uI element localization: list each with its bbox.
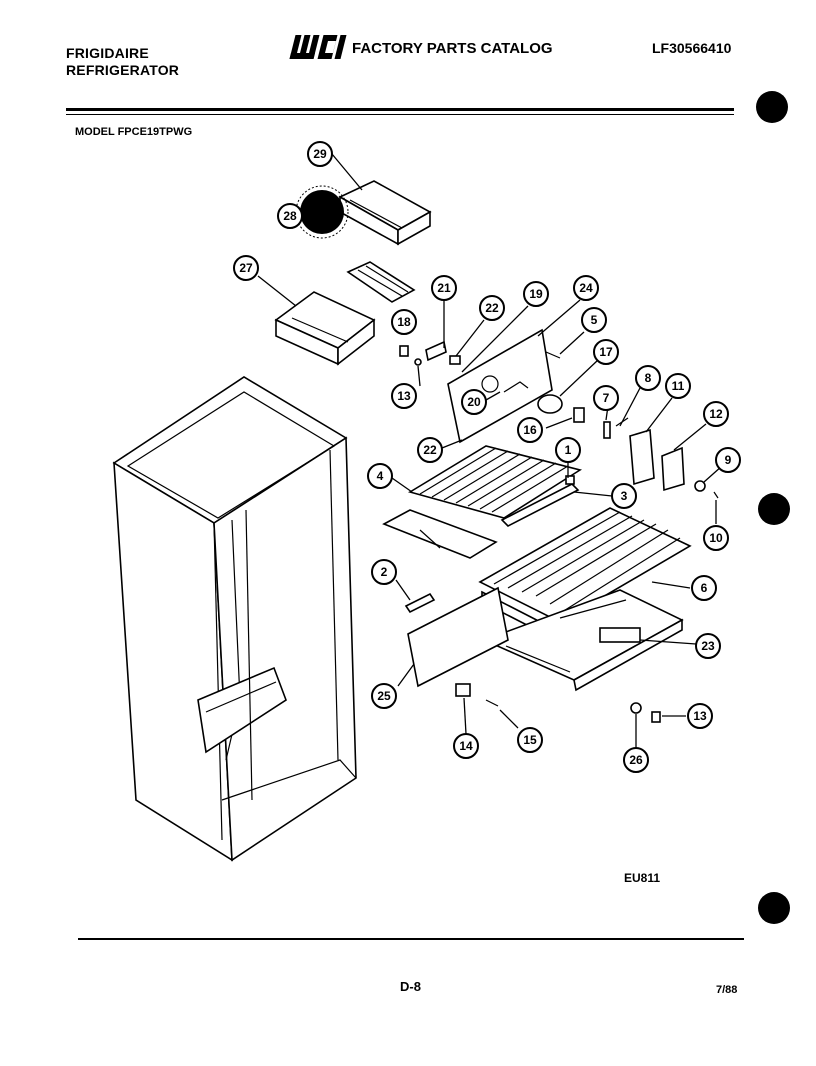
wci-logo [289,35,347,59]
callout-22-lower: 22 [417,437,443,463]
callout-16: 16 [517,417,543,443]
callout-26-text: 26 [629,753,643,767]
shelf-rail-small [404,592,436,614]
callout-18: 18 [391,309,417,335]
callout-23-text: 23 [701,639,715,653]
callout-14-text: 14 [459,739,473,753]
callout-5: 5 [581,307,607,333]
callout-28: 28 [277,203,303,229]
binder-hole-top [756,91,788,123]
brand-line-1: FRIGIDAIRE [66,45,149,61]
lower-hardware [455,683,661,723]
callout-25-text: 25 [377,689,391,703]
ice-tray [346,261,416,303]
callout-19: 19 [523,281,549,307]
callout-14: 14 [453,733,479,759]
callout-27-text: 27 [239,261,253,275]
callout-5-text: 5 [591,313,598,327]
callout-23: 23 [695,633,721,659]
callout-27: 27 [233,255,259,281]
callout-11: 11 [665,373,691,399]
leader-lines [257,153,723,748]
callout-13-lower: 13 [687,703,713,729]
callout-22-upper-text: 22 [485,301,499,315]
header-rule [66,108,734,111]
callout-6-text: 6 [701,581,708,595]
callout-6: 6 [691,575,717,601]
callout-15: 15 [517,727,543,753]
shelf-support-rail [500,475,580,527]
callout-28-text: 28 [283,209,297,223]
callout-3-text: 3 [621,489,628,503]
callout-19-text: 19 [529,287,543,301]
callout-12-text: 12 [709,407,723,421]
callout-15-text: 15 [523,733,537,747]
callout-26: 26 [623,747,649,773]
callout-1: 1 [555,437,581,463]
cabinet [112,376,357,862]
page-date: 7/88 [716,984,738,996]
callout-9: 9 [715,447,741,473]
callout-2-text: 2 [381,565,388,579]
crisper-cover [481,589,684,692]
diagram-code: EU811 [624,871,661,885]
callout-8: 8 [635,365,661,391]
callout-22-lower-text: 22 [423,443,437,457]
callout-21-text: 21 [437,281,451,295]
callout-20-text: 20 [467,395,481,409]
cover-support [407,586,509,688]
callout-24: 24 [573,275,599,301]
callout-12: 12 [703,401,729,427]
callout-29: 29 [307,141,333,167]
callout-22-upper: 22 [479,295,505,321]
callout-21: 21 [431,275,457,301]
callout-1-text: 1 [565,443,572,457]
callout-8-text: 8 [645,371,652,385]
callout-2: 2 [371,559,397,585]
footer-rule [78,938,744,940]
callout-17-text: 17 [599,345,613,359]
evaporator-fan [295,185,349,239]
model-label: MODEL FPCE19TPWG [75,126,193,138]
brand-label: FRIGIDAIRE REFRIGERATOR [66,45,179,79]
brand-line-2: REFRIGERATOR [66,62,180,78]
header-rule-thin [66,114,734,115]
crisper-drawer [274,291,376,366]
callout-4-text: 4 [377,469,384,483]
callout-11-text: 11 [672,379,685,393]
callout-29-text: 29 [313,147,327,161]
control-hardware [399,340,561,366]
callout-10: 10 [703,525,729,551]
freezer-shelf [338,180,432,246]
binder-hole-bottom [758,892,790,924]
light-assembly [603,417,719,499]
callout-10-text: 10 [709,531,723,545]
callout-18-text: 18 [397,315,411,329]
callout-16-text: 16 [523,423,537,437]
callout-13-lower-text: 13 [693,709,707,723]
callout-17: 17 [593,339,619,365]
callout-20: 20 [461,389,487,415]
callout-3: 3 [611,483,637,509]
catalog-code: LF30566410 [652,40,732,56]
callout-25: 25 [371,683,397,709]
catalog-title: FACTORY PARTS CATALOG [352,40,553,57]
thermostat [537,394,585,423]
callout-9-text: 9 [725,453,732,467]
wire-shelf-upper [382,445,582,559]
callout-4: 4 [367,463,393,489]
callout-13-upper: 13 [391,383,417,409]
callout-13-upper-text: 13 [397,389,411,403]
callout-24-text: 24 [579,281,593,295]
page-number: D-8 [400,979,421,994]
binder-hole-middle [758,493,790,525]
callout-7: 7 [593,385,619,411]
callout-7-text: 7 [603,391,610,405]
